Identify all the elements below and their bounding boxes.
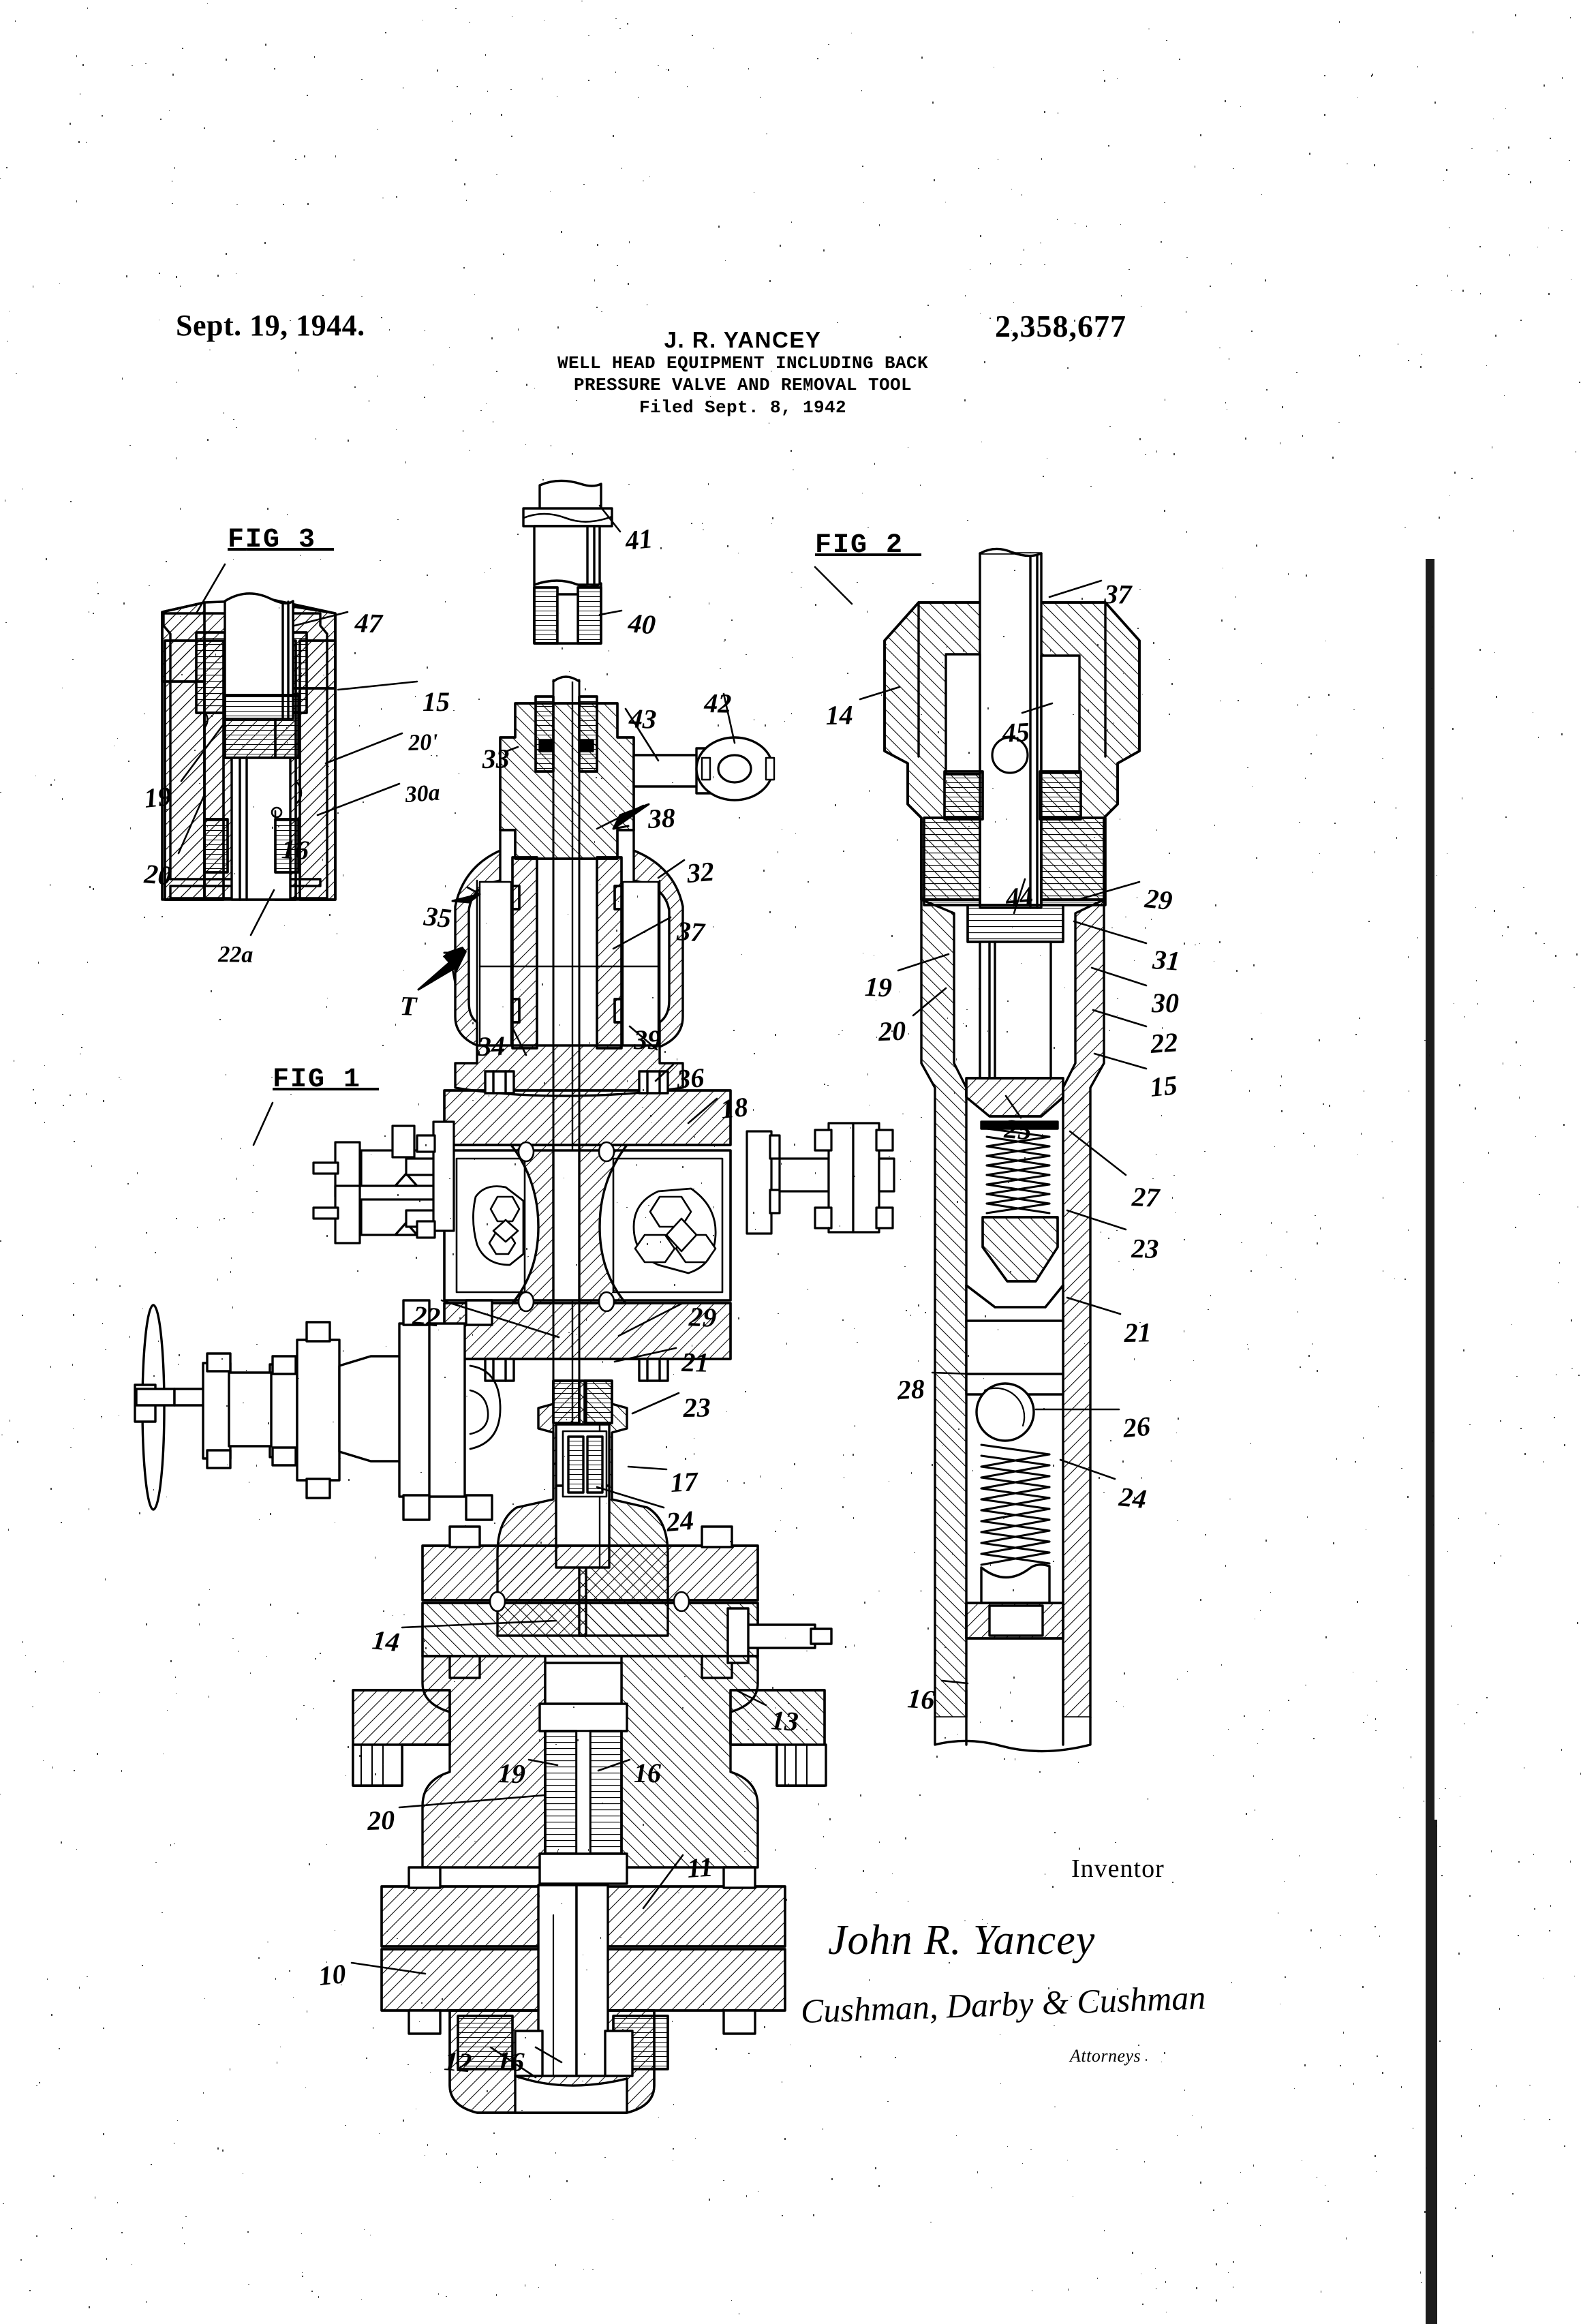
scan-edge-artifact-upper: [1426, 559, 1434, 1820]
scan-edge-artifact-lower: [1426, 1820, 1437, 2324]
reference-numeral-16-fig1: 16: [496, 2045, 525, 2078]
reference-numeral-29-fig2: 29: [1143, 883, 1174, 917]
patent-number: 2,358,677: [995, 309, 1126, 343]
filing-date-line: Filed Sept. 8, 1942: [639, 397, 847, 418]
reference-numeral-41-fig1: 41: [624, 523, 654, 557]
reference-numeral-23-fig1: 23: [683, 1392, 711, 1424]
figure-label-fig1: FIG_1_: [273, 1065, 380, 1095]
reference-numeral-44-fig2: 44: [1004, 880, 1034, 914]
reference-numeral-19-fig2: 19: [864, 971, 893, 1003]
reference-numeral-20-fig3: 20': [408, 729, 439, 756]
inventor-signature: John R. Yancey: [828, 1917, 1096, 1963]
reference-numeral-26-fig2: 26: [1121, 1410, 1152, 1444]
reference-numeral-16-fig1: 16: [634, 1758, 661, 1788]
reference-numeral-15-fig3: 15: [423, 686, 450, 717]
reference-numeral-37-fig1: 37: [676, 915, 706, 948]
reference-numeral-16-fig2: 16: [906, 1683, 936, 1715]
reference-numeral-19-fig3: 19: [142, 780, 173, 814]
reference-numeral-31-fig2: 31: [1152, 944, 1182, 977]
reference-numeral-20-fig2: 20: [878, 1015, 906, 1048]
reference-numeral-22-fig2: 22: [1149, 1026, 1179, 1060]
reference-numeral-39-fig1: 39: [634, 1024, 661, 1055]
inventor-word-label: Inventor: [1071, 1854, 1165, 1883]
reference-numeral-15-fig2: 15: [1148, 1069, 1179, 1103]
reference-numeral-21-fig1: 21: [681, 1347, 709, 1378]
reference-numeral-34-fig1: 34: [477, 1030, 506, 1062]
reference-numeral-30-fig2: 30: [1152, 988, 1179, 1018]
reference-numeral-38-fig1: 38: [647, 801, 676, 835]
reference-numeral-11-fig1: 11: [686, 1851, 714, 1884]
reference-numeral-22-fig1: 22: [412, 1300, 442, 1333]
reference-numeral-42-fig1: 42: [704, 688, 732, 719]
reference-numeral-24-fig1: 24: [664, 1504, 695, 1538]
reference-numeral-19-fig1: 19: [497, 1758, 526, 1790]
reference-numeral-14-fig2: 14: [825, 699, 853, 731]
reference-numeral-T-fig1: T: [399, 990, 418, 1022]
reference-numeral-37-fig2: 37: [1104, 579, 1132, 610]
reference-numeral-21-fig2: 21: [1124, 1317, 1152, 1349]
figure-label-fig2: FIG_2_: [815, 530, 922, 561]
reference-numeral-18-fig1: 18: [719, 1091, 750, 1125]
reference-numeral-12-fig1: 12: [443, 2045, 473, 2079]
reference-numeral-40-fig1: 40: [627, 607, 657, 641]
reference-numeral-32-fig1: 32: [685, 855, 716, 889]
reference-numeral-10-fig1: 10: [317, 1958, 348, 1992]
reference-numeral-23-fig2: 23: [1131, 1233, 1159, 1264]
leader-lines: [177, 504, 1148, 2079]
reference-numeral-27-fig2: 27: [1131, 1181, 1161, 1214]
inventor-initials-line: J. R. YANCEY: [664, 327, 822, 352]
figure-3-group: [161, 592, 337, 901]
patent-header-center: J. R. YANCEY WELL HEAD EQUIPMENT INCLUDI…: [436, 327, 1049, 418]
reference-numeral-24-fig2: 24: [1118, 1481, 1148, 1515]
patent-issue-date: Sept. 19, 1944.: [176, 309, 365, 342]
patent-title-line-1: WELL HEAD EQUIPMENT INCLUDING BACK: [557, 353, 929, 373]
reference-numeral-30a-fig3: 30a: [404, 780, 441, 808]
attorneys-label: Attorneys: [1070, 2046, 1141, 2066]
reference-numeral-17-fig1: 17: [669, 1465, 699, 1499]
reference-numeral-16-fig3: 16: [281, 834, 310, 866]
reference-numeral-20-fig1: 20: [367, 1804, 395, 1837]
patent-title-line-2: PRESSURE VALVE AND REMOVAL TOOL: [573, 374, 912, 395]
reference-numeral-29-fig1: 29: [688, 1301, 718, 1334]
reference-numeral-14-fig1: 14: [371, 1624, 401, 1658]
figure-1-group: [134, 479, 895, 2114]
reference-numeral-20-fig3: 20: [143, 858, 173, 891]
reference-numeral-28-fig2: 28: [896, 1373, 925, 1406]
figure-2-group: [883, 547, 1141, 1753]
reference-numeral-13-fig1: 13: [770, 1704, 800, 1737]
reference-numeral-47-fig3: 47: [354, 607, 383, 639]
figure-label-fig3: FIG_3_: [228, 525, 335, 555]
reference-numeral-33-fig1: 33: [482, 743, 510, 775]
reference-numeral-22a-fig3: 22a: [218, 942, 254, 968]
reference-numeral-43-fig1: 43: [628, 703, 658, 735]
reference-numeral-25-fig2: 25: [1003, 1113, 1033, 1146]
reference-numeral-36-fig1: 36: [675, 1062, 705, 1095]
reference-numeral-45-fig2: 45: [1001, 716, 1030, 749]
reference-numeral-35-fig1: 35: [423, 900, 453, 934]
